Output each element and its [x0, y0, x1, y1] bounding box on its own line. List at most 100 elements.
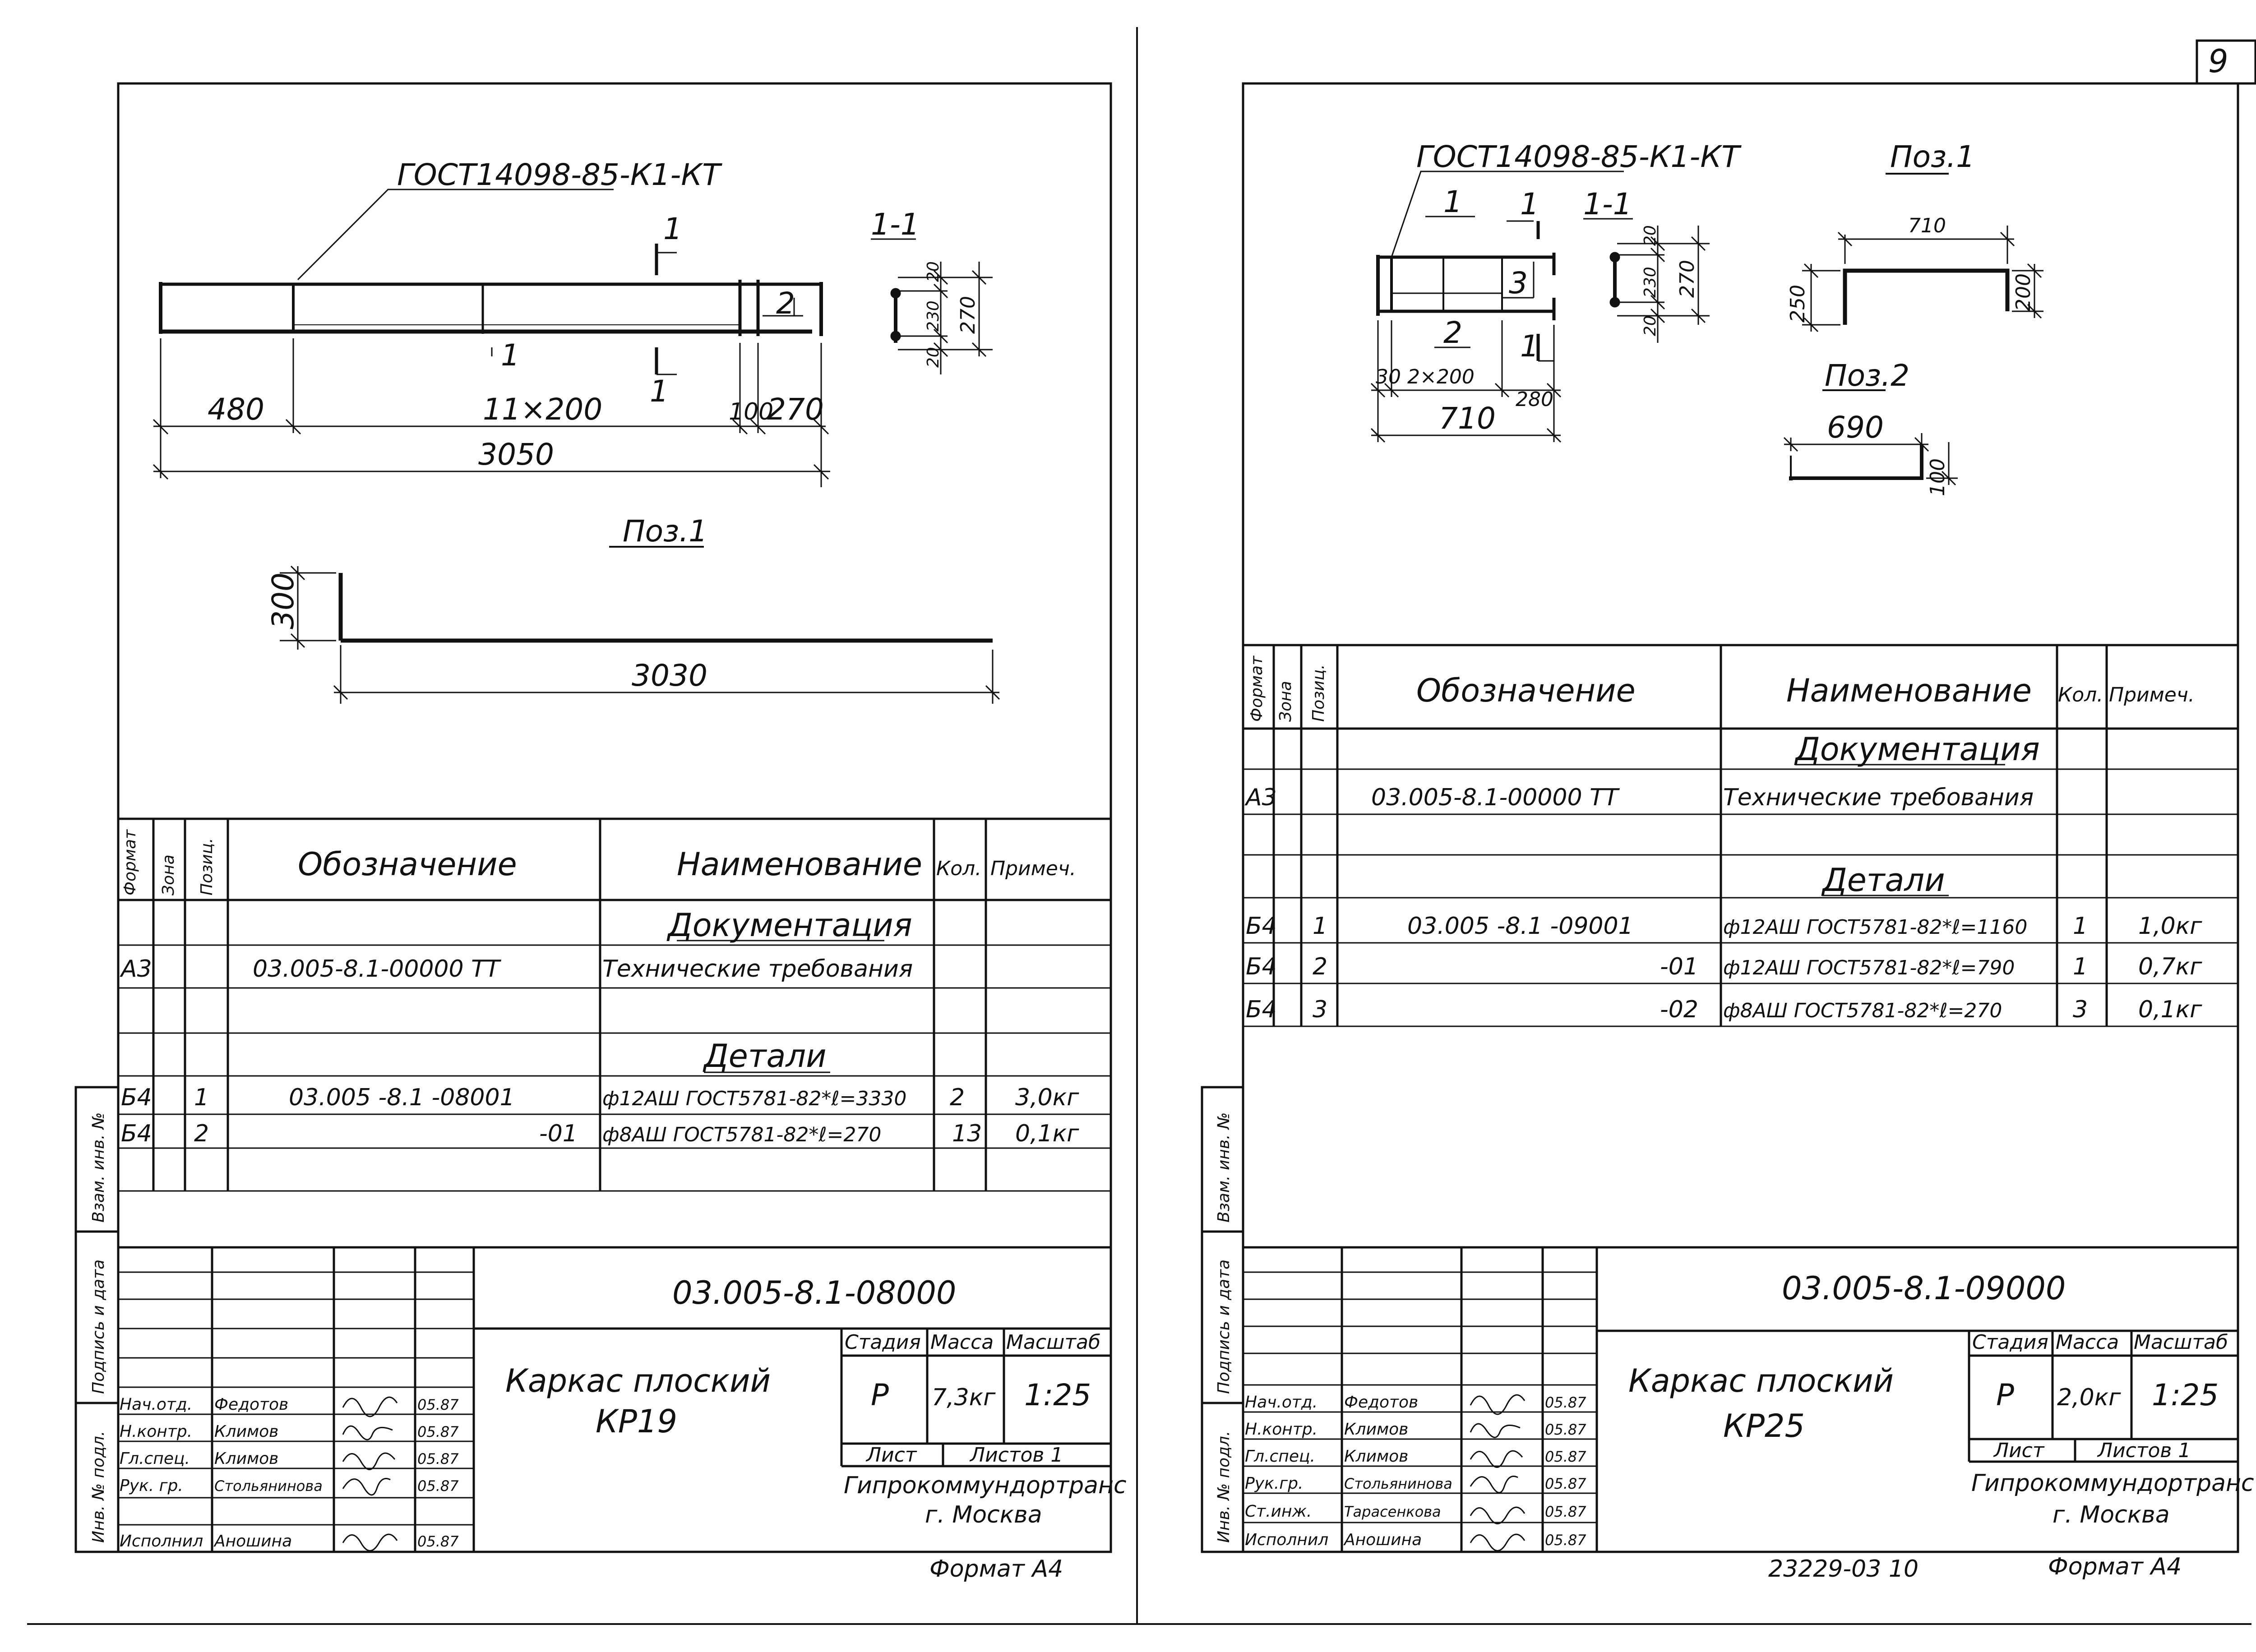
pos-label-1: 1 — [1443, 185, 1462, 219]
section-label: 1-1 — [1583, 187, 1632, 221]
role-3: Гл.спец. — [120, 1449, 190, 1468]
role-3: Гл.спец. — [1245, 1447, 1315, 1466]
section-parts: Детали — [1821, 862, 1945, 899]
date-4: 05.87 — [417, 1477, 459, 1495]
row2-format: Б4 — [121, 1120, 152, 1147]
leader-text: ГОСТ14098-85-К1-КТ — [1416, 139, 1742, 174]
row2-qty: 1 — [2073, 953, 2088, 980]
name-2: Климов — [1344, 1420, 1408, 1439]
row1-qty: 2 — [950, 1084, 965, 1111]
row1-name: ф12АШ ГОСТ5781-82*ℓ=3330 — [602, 1087, 906, 1110]
sec-dim-270: 270 — [957, 296, 980, 334]
bottom-code: 23229-03 10 — [1768, 1555, 1919, 1583]
row1-pos: 1 — [194, 1084, 209, 1111]
doc-format: А3 — [120, 955, 152, 983]
doc-code: 03.005-8.1-08000 — [672, 1274, 956, 1311]
title-line1: Каркас плоский — [1628, 1362, 1894, 1399]
title-line2: КР25 — [1723, 1407, 1805, 1444]
mass-header: Масса — [930, 1331, 994, 1354]
row2-name: ф8АШ ГОСТ5781-82*ℓ=270 — [602, 1123, 881, 1146]
poz2-title: Поз.2 — [1825, 358, 1909, 393]
title-line1: Каркас плоский — [505, 1362, 771, 1399]
hdr-format: Формат — [1248, 655, 1266, 722]
org-name: Гипрокоммундортранс — [844, 1472, 1127, 1499]
doc-name: Технические требования — [602, 955, 913, 983]
pos-label-2: 2 — [1443, 315, 1462, 350]
name-5: Тарасенкова — [1344, 1503, 1441, 1520]
doc-name: Технические требования — [1723, 784, 2034, 811]
hdr-zone: Зона — [1276, 681, 1295, 722]
side-label-2: Подпись и дата — [89, 1260, 108, 1394]
mass-header: Масса — [2056, 1331, 2119, 1354]
name-6: Аношина — [1343, 1531, 1422, 1549]
role-1: Нач.отд. — [120, 1395, 192, 1414]
row1-qty: 1 — [2073, 913, 2088, 940]
row2-pos: 2 — [194, 1120, 209, 1147]
dim-11x200: 11×200 — [483, 392, 602, 427]
date-2: 05.87 — [417, 1423, 459, 1440]
section-docs: Документация — [666, 907, 912, 944]
hdr-pos: Позиц. — [1309, 664, 1328, 722]
hdr-designation: Обозначение — [1416, 672, 1636, 709]
scale-header: Масштаб — [2134, 1331, 2228, 1354]
stage-value: Р — [871, 1378, 889, 1412]
dim-3050: 3050 — [478, 437, 554, 472]
row3-format: Б4 — [1246, 996, 1277, 1023]
role-4: Рук. гр. — [120, 1477, 183, 1495]
dim-280: 280 — [1516, 388, 1553, 411]
sheet-label: Лист — [865, 1444, 917, 1467]
hdr-qty: Кол. — [2058, 683, 2103, 706]
mass-value: 7,3кг — [932, 1384, 996, 1411]
org-name: Гипрокоммундортранс — [1971, 1470, 2254, 1497]
signatures — [1470, 1394, 1526, 1551]
hdr-qty: Кол. — [936, 857, 981, 880]
row2-note: 0,7кг — [2138, 953, 2202, 980]
mass-value: 2,0кг — [2057, 1384, 2121, 1411]
row1-designation: 03.005 -8.1 -09001 — [1407, 913, 1633, 940]
doc-code: 03.005-8.1-09000 — [1782, 1270, 2066, 1307]
hdr-designation: Обозначение — [298, 846, 517, 883]
sec-dim-20b: 20 — [1641, 315, 1660, 336]
row3-qty: 3 — [2073, 996, 2088, 1023]
dim-480: 480 — [208, 392, 264, 427]
row2-format: Б4 — [1246, 953, 1277, 980]
role-5: Исполнил — [120, 1532, 203, 1550]
cut-mark-bottom: 1 — [650, 374, 669, 409]
name-3: Климов — [214, 1449, 278, 1468]
cut-mark-top: 1 — [1520, 187, 1539, 221]
sec-dim-230: 230 — [924, 300, 943, 332]
doc-format: А3 — [1244, 784, 1277, 811]
stage-header: Стадия — [845, 1331, 921, 1354]
sec-dim-20b: 20 — [924, 347, 943, 368]
doc-designation: 03.005-8.1-00000 ТТ — [253, 955, 502, 983]
detail-height: 300 — [266, 572, 300, 629]
sec-dim-230: 230 — [1641, 267, 1660, 298]
date-1: 05.87 — [1545, 1394, 1586, 1411]
format-label: Формат А4 — [2048, 1553, 2182, 1580]
side-label-3: Инв. № подл. — [89, 1431, 108, 1543]
role-2: Н.контр. — [120, 1422, 192, 1441]
poz2-height: 100 — [1926, 458, 1949, 496]
name-1: Федотов — [214, 1395, 288, 1414]
org-city: г. Москва — [925, 1501, 1042, 1528]
row2-name: ф12АШ ГОСТ5781-82*ℓ=790 — [1723, 956, 2015, 979]
dim-270: 270 — [767, 392, 824, 427]
date-3: 05.87 — [417, 1450, 459, 1467]
format-label: Формат А4 — [929, 1555, 1063, 1583]
hdr-zone: Зона — [159, 854, 178, 895]
role-6: Исполнил — [1245, 1531, 1328, 1549]
hdr-pos: Позиц. — [198, 838, 216, 895]
scale-value: 1:25 — [1024, 1378, 1091, 1412]
date-3: 05.87 — [1545, 1448, 1586, 1465]
row1-format: Б4 — [1246, 913, 1277, 940]
row1-note: 1,0кг — [2138, 913, 2202, 940]
pos-label-2: 2 — [776, 286, 795, 321]
dim-100: 100 — [729, 398, 773, 425]
dim-710: 710 — [1439, 401, 1496, 436]
hdr-note: Примеч. — [2109, 683, 2195, 706]
name-5: Аношина — [213, 1532, 292, 1550]
hdr-name: Наименование — [1786, 672, 2032, 709]
scale-value: 1:25 — [2152, 1378, 2219, 1412]
date-4: 05.87 — [1545, 1475, 1586, 1492]
detail-length: 3030 — [632, 658, 707, 693]
